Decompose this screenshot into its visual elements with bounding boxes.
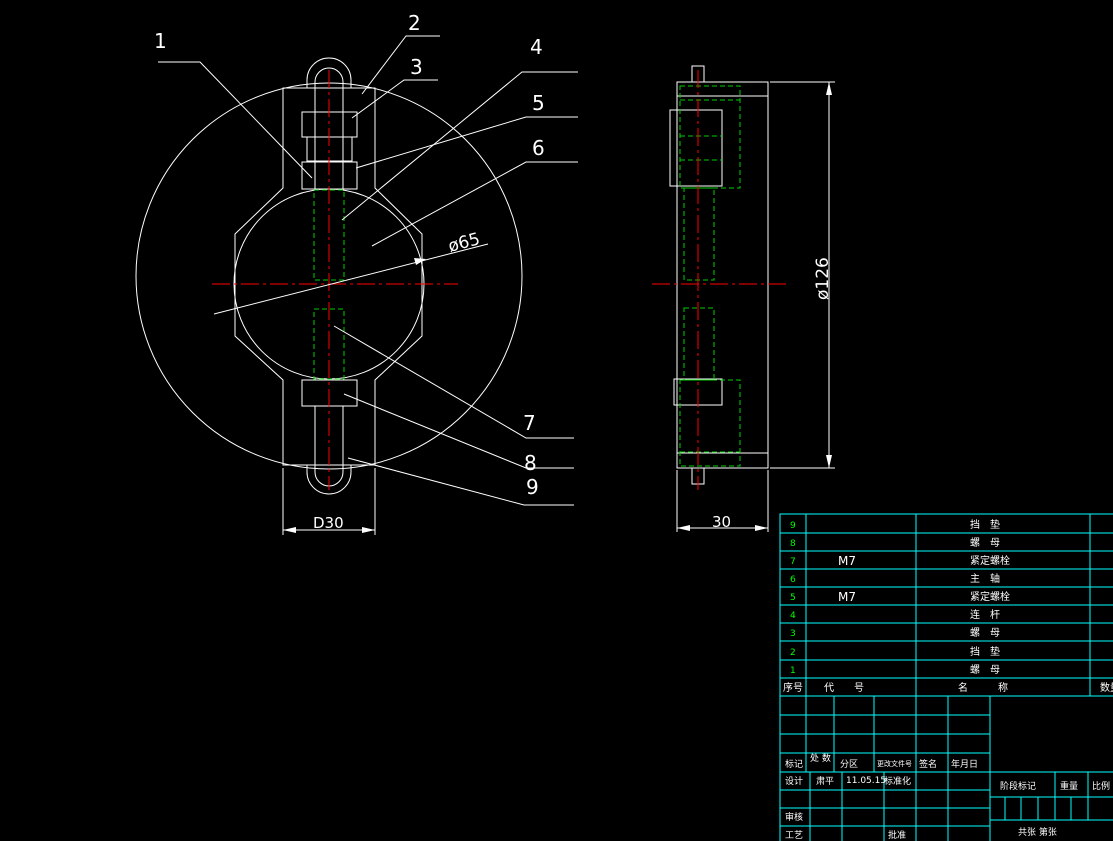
bom-no: 2 (790, 648, 796, 658)
bom-name: 挡 垫 (970, 645, 1000, 658)
bom-row: 8 螺 母 (790, 537, 1000, 549)
dim65-arrow (414, 258, 426, 265)
dim-diameter-label: ø126 (813, 257, 833, 300)
front-centerlines (212, 70, 458, 490)
tb-scale: 比例 (1092, 780, 1110, 792)
leader-numbers: 1 2 3 4 5 6 7 8 9 (154, 11, 545, 499)
title-block-text: 标记 处 数 分区 更改文件号 签名 年月日 设计 肃平 11.05.15 标准… (785, 752, 1110, 841)
tb-check: 审核 (785, 811, 803, 823)
bom-header: 序号 代 号 名 称 数量 (783, 681, 1113, 694)
bom-no: 8 (790, 539, 796, 549)
dim-hole-label: ø65 (446, 229, 482, 257)
side-body (676, 81, 769, 469)
tb-standard: 标准化 (884, 775, 911, 787)
leader-num-1: 1 (154, 29, 167, 53)
tb-designer: 肃平 (816, 775, 834, 787)
front-view (135, 35, 578, 535)
leader-num-3: 3 (410, 55, 423, 79)
bom-row: 7 M7 紧定螺栓 (790, 554, 1010, 568)
bom-row: 6 主 轴 (790, 572, 1000, 585)
tb-design: 设计 (785, 775, 803, 787)
leader-num-7: 7 (523, 411, 536, 435)
tb-weight: 重量 (1060, 780, 1078, 792)
bom-header-no: 序号 (783, 681, 803, 694)
leader-num-5: 5 (532, 91, 545, 115)
bom-name: 主 轴 (970, 572, 1000, 585)
bom-code: M7 (838, 554, 856, 568)
bom-name: 连 杆 (970, 608, 1000, 621)
bom-row: 3 螺 母 (790, 627, 1000, 639)
tb-date-col: 年月日 (951, 758, 978, 770)
leader-num-2: 2 (408, 11, 421, 35)
bom-row: 5 M7 紧定螺栓 (790, 590, 1010, 604)
tb-zone: 分区 (840, 759, 858, 770)
side-centerlines (652, 70, 790, 490)
hidden-rod-bottom (313, 308, 345, 380)
hidden-rods (313, 189, 345, 380)
bom-table (779, 513, 1113, 697)
bottom-eye (306, 465, 352, 495)
bom-row: 9 挡 垫 (790, 518, 1000, 531)
bom-name: 挡 垫 (970, 518, 1000, 531)
tb-process: 工艺 (785, 830, 803, 841)
bom-rows: 9 挡 垫 8 螺 母 7 M7 紧定螺栓 6 主 轴 5 M7 紧定螺栓 4 … (783, 518, 1113, 694)
bom-row: 2 挡 垫 (790, 645, 1000, 658)
bom-name: 螺 母 (970, 537, 1000, 549)
top-eye (306, 57, 352, 88)
hidden-rod-top (313, 189, 345, 281)
title-block-grid (779, 695, 1113, 841)
tb-doc-no: 更改文件号 (877, 759, 912, 768)
side-hidden (679, 85, 741, 467)
leader-num-6: 6 (532, 136, 545, 160)
bom-name: 螺 母 (970, 627, 1000, 639)
tb-sign: 签名 (919, 758, 937, 770)
bom-name: 紧定螺栓 (970, 554, 1010, 567)
bom-name: 螺 母 (970, 664, 1000, 676)
dim-width-label: D30 (313, 514, 344, 532)
bom-name: 紧定螺栓 (970, 590, 1010, 603)
bom-no: 5 (790, 593, 796, 603)
bom-no: 9 (790, 521, 796, 531)
bom-no: 1 (790, 666, 796, 676)
dim65-line (213, 243, 489, 315)
top-eye-inner (314, 67, 344, 88)
bom-code: M7 (838, 590, 856, 604)
bom-row: 1 螺 母 (790, 664, 1000, 676)
bom-no: 6 (790, 575, 796, 585)
side-view (652, 65, 835, 532)
tb-approve: 批准 (888, 829, 906, 841)
bom-header-qty: 数量 (1100, 681, 1113, 694)
tb-count: 处 数 (810, 752, 831, 764)
dim-thickness-label: 30 (712, 513, 731, 531)
bom-row: 4 连 杆 (790, 608, 1000, 621)
tb-stage-mark: 阶段标记 (1000, 780, 1036, 792)
bom-header-code: 代 号 (824, 682, 864, 694)
leader-num-9: 9 (526, 475, 539, 499)
bom-header-name: 名 称 (958, 681, 1008, 694)
bom-no: 4 (790, 611, 796, 621)
leader-lines (158, 35, 578, 506)
tb-sheets: 共张 第张 (1018, 826, 1057, 838)
bom-no: 7 (790, 557, 796, 567)
tb-mark: 标记 (785, 758, 803, 770)
leader-num-8: 8 (524, 451, 537, 475)
leader-num-4: 4 (530, 35, 543, 59)
bom-no: 3 (790, 629, 796, 639)
tb-design-date: 11.05.15 (846, 776, 886, 786)
